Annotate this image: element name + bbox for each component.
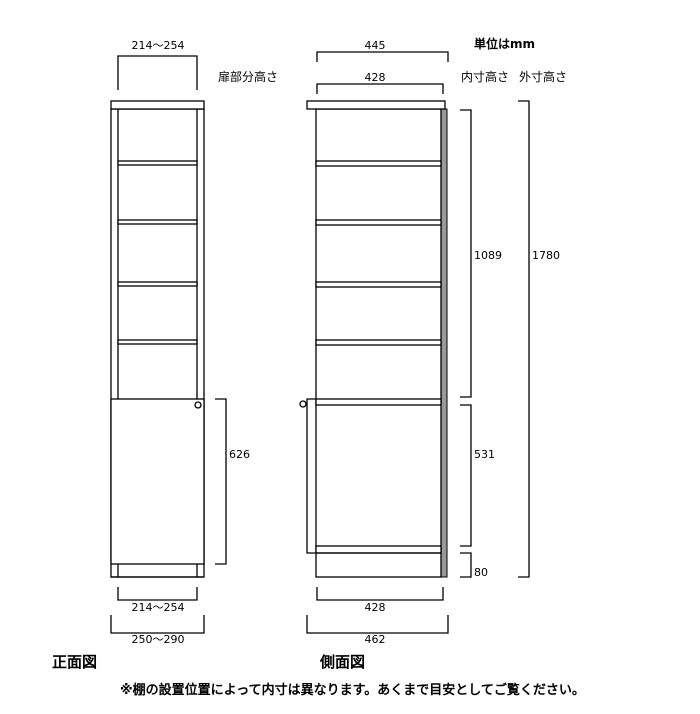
bottom-shelf	[315, 545, 442, 554]
outer-depth-bracket	[316, 51, 449, 62]
shelf	[315, 339, 442, 346]
door	[110, 398, 205, 565]
bottom-outer-depth-value: 462	[365, 633, 386, 646]
shelf	[117, 339, 198, 345]
bottom-inner-bracket	[117, 587, 198, 601]
lower-inner-height-bracket	[460, 404, 472, 547]
fixed-shelf	[315, 398, 442, 406]
inner-height-label: 内寸高さ	[461, 69, 509, 84]
door-height-bracket	[215, 398, 227, 565]
inner-depth-bracket	[316, 83, 444, 94]
outer-height-label: 外寸高さ	[519, 69, 567, 84]
door-height-value: 626	[229, 448, 250, 461]
bottom-inner-depth-value: 428	[365, 601, 386, 614]
front-view-title: 正面図	[52, 653, 97, 671]
door-edge	[306, 398, 441, 554]
back-panel	[440, 108, 448, 578]
front-view: 214～254 扉部分高さ 626 214～254 250～290 正面図	[52, 39, 278, 671]
top-outer-depth-value: 445	[365, 39, 386, 52]
upper-inner-height-bracket	[460, 109, 472, 398]
side-view: 445 428 単位はmm 内寸高さ 外寸高さ 1089 1780 531 80…	[299, 36, 567, 671]
lower-inner-height-value: 531	[474, 448, 495, 461]
plinth-height-bracket	[460, 552, 472, 578]
top-width-bracket	[117, 55, 198, 90]
top-width-value: 214～254	[132, 39, 185, 52]
shelf	[117, 160, 198, 166]
shelf	[117, 219, 198, 225]
shelf	[315, 281, 442, 288]
top-board	[306, 100, 446, 110]
unit-note: 単位はmm	[474, 36, 535, 51]
outer-height-value: 1780	[532, 249, 560, 262]
side-view-title: 側面図	[319, 653, 365, 671]
bottom-inner-width-value: 214～254	[132, 601, 185, 614]
outer-height-bracket	[518, 100, 530, 578]
bottom-inner-depth-bracket	[316, 587, 444, 601]
bottom-outer-depth-bracket	[306, 615, 449, 634]
shelf	[117, 281, 198, 287]
door-knob	[194, 401, 202, 409]
top-board	[110, 100, 205, 110]
plinth-height-value: 80	[474, 566, 488, 579]
bottom-outer-bracket	[110, 615, 205, 634]
door-height-label: 扉部分高さ	[218, 69, 278, 84]
upper-inner-height-value: 1089	[474, 249, 502, 262]
shelf	[315, 219, 442, 226]
bottom-outer-width-value: 250～290	[132, 633, 185, 646]
footnote: ※棚の設置位置によって内寸は異なります。あくまで目安としてご覧ください。	[120, 682, 585, 698]
top-inner-depth-value: 428	[365, 71, 386, 84]
shelf	[315, 160, 442, 167]
door-knob	[299, 400, 307, 408]
